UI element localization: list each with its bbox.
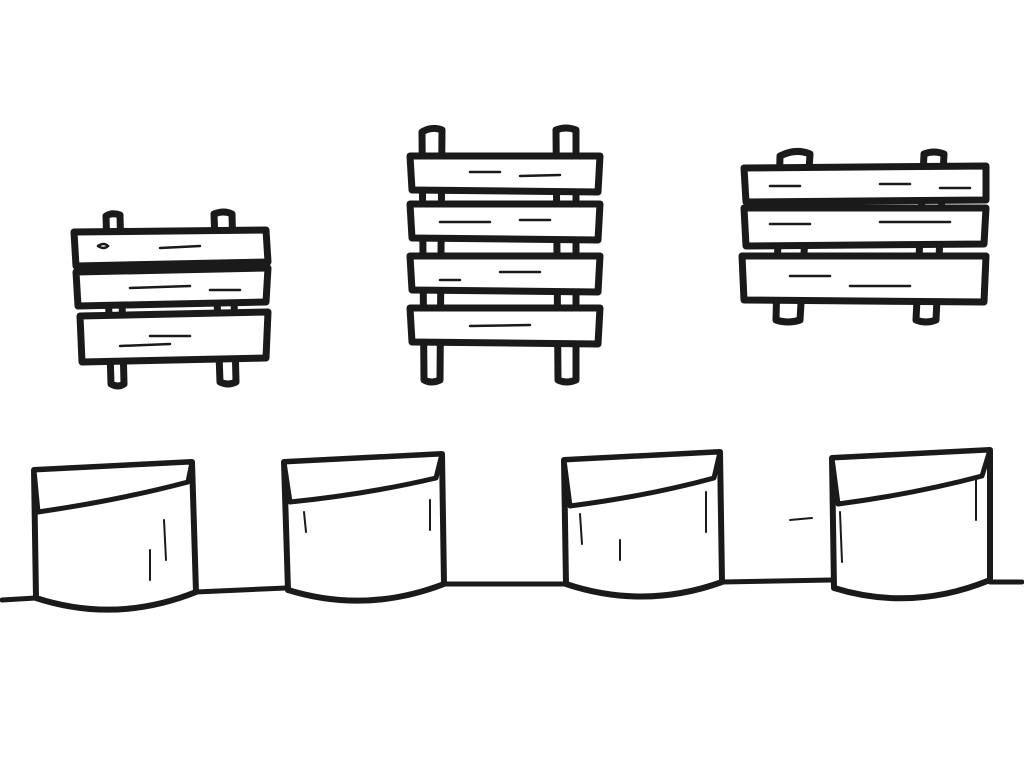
pot-2[interactable] [281,451,447,604]
ground-mark [789,517,813,521]
ground-line [0,577,1024,603]
sign-plank [740,162,990,206]
sign-plank [738,252,990,306]
wooden-sign-center[interactable] [406,124,604,386]
sign-plank [406,252,604,296]
wooden-sign-left[interactable] [70,208,272,390]
sign-plank [740,204,990,250]
sign-plank [406,200,604,244]
sign-plank [406,152,604,196]
wooden-sign-right[interactable] [738,147,990,326]
pot-4[interactable] [829,447,993,602]
pot-3[interactable] [561,449,725,600]
pot-1[interactable] [31,459,199,613]
